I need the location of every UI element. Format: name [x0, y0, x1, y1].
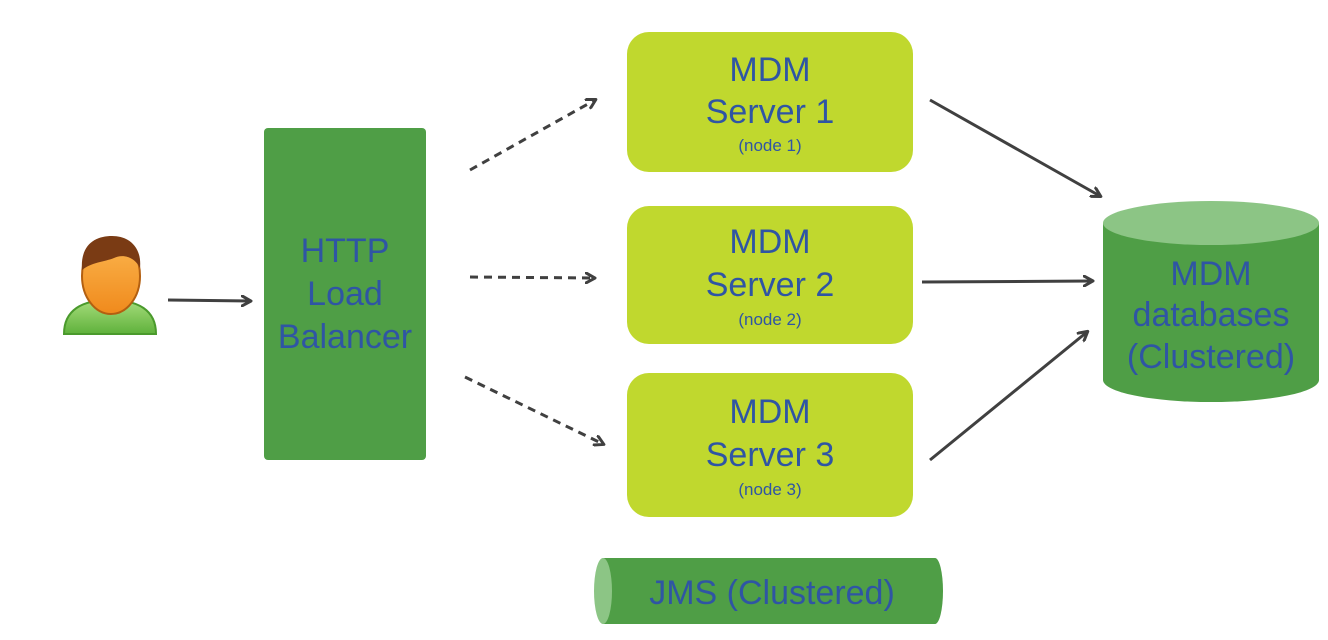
database-body: [1103, 223, 1319, 402]
server-1: MDM Server 1 (node 1): [627, 32, 913, 172]
jms-body: [603, 558, 943, 624]
server-3-node-label: (node 3): [738, 480, 801, 499]
arrow-balancer-to-server-3: [464, 375, 603, 444]
server-2-node-label: (node 2): [738, 310, 801, 329]
load-balancer-box: [264, 128, 426, 460]
arrow-server-3-to-database: [929, 332, 1087, 462]
server-1-label-line-1: MDM: [729, 51, 810, 89]
load-balancer-label-line-2: Load: [307, 275, 383, 313]
load-balancer: HTTP Load Balancer: [264, 128, 426, 460]
load-balancer-label-line-1: HTTP: [301, 232, 390, 270]
arrow-user-to-balancer: [167, 300, 250, 301]
database-label-line-3: (Clustered): [1127, 338, 1295, 376]
arrow-balancer-to-server-2: [469, 277, 594, 278]
user-icon: [62, 236, 158, 335]
server-1-label-line-2: Server 1: [706, 93, 835, 131]
server-2: MDM Server 2 (node 2): [627, 206, 913, 344]
server-2-label-line-1: MDM: [729, 223, 810, 261]
load-balancer-label-line-3: Balancer: [278, 318, 412, 356]
database-label-line-2: databases: [1133, 296, 1290, 334]
server-1-box: [627, 32, 913, 172]
database-cylinder: MDM databases (Clustered): [1103, 201, 1319, 402]
server-2-label-line-2: Server 2: [706, 266, 835, 304]
server-3-box: [627, 373, 913, 517]
server-1-node-label: (node 1): [738, 136, 801, 155]
jms-label: JMS (Clustered): [649, 574, 895, 612]
server-3-label-line-1: MDM: [729, 393, 810, 431]
server-2-box: [627, 206, 913, 344]
arrow-server-1-to-database: [929, 98, 1100, 196]
server-3-label-line-2: Server 3: [706, 436, 835, 474]
arrow-balancer-to-server-1: [469, 100, 595, 172]
jms-cylinder: JMS (Clustered): [594, 558, 943, 624]
jms-end: [594, 558, 612, 624]
server-3: MDM Server 3 (node 3): [627, 373, 913, 517]
database-label-line-1: MDM: [1170, 255, 1251, 293]
arrow-server-2-to-database: [921, 281, 1092, 282]
database-top: [1103, 201, 1319, 245]
